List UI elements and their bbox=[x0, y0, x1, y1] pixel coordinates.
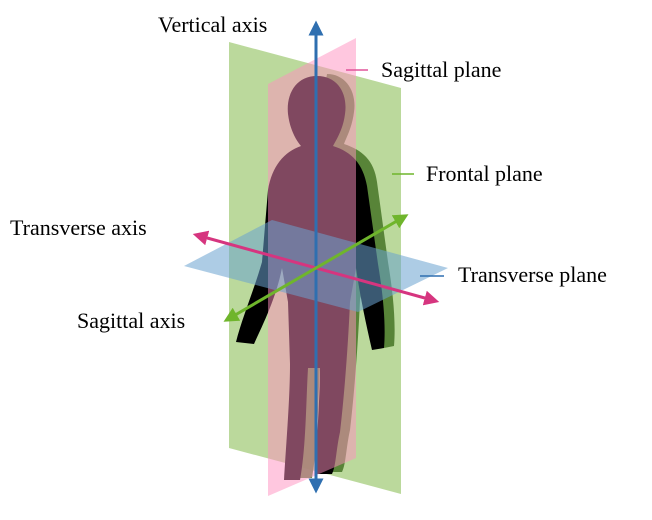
transverse-axis-label: Transverse axis bbox=[10, 216, 147, 240]
transverse-plane-label: Transverse plane bbox=[458, 263, 607, 287]
frontal-plane-label: Frontal plane bbox=[426, 162, 543, 186]
sagittal-axis-label: Sagittal axis bbox=[77, 309, 185, 333]
sagittal-plane-label: Sagittal plane bbox=[381, 58, 501, 82]
vertical-axis-label: Vertical axis bbox=[158, 13, 267, 37]
